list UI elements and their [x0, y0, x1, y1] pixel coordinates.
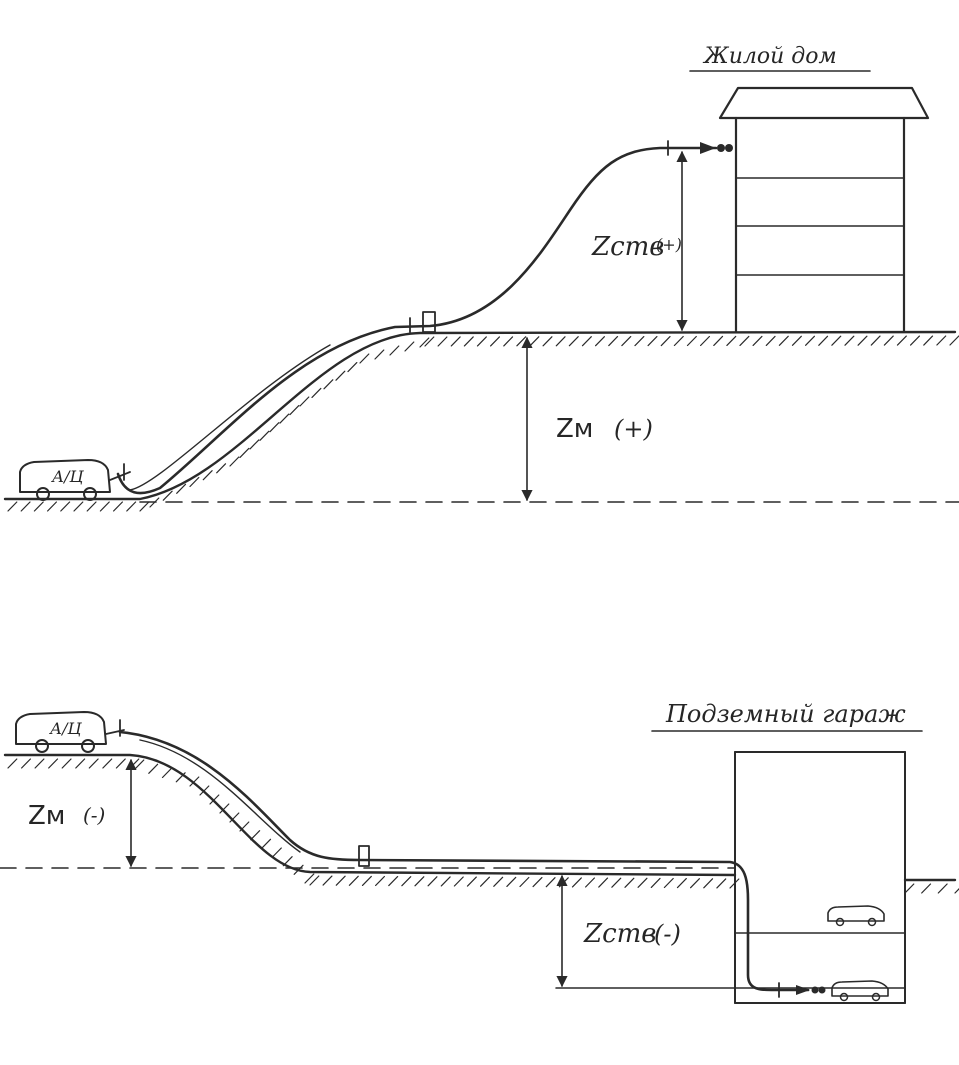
garage-title: Подземный гараж: [665, 700, 906, 728]
label-zstv-sign: (+): [656, 235, 682, 254]
parked-car: [831, 980, 889, 1002]
label-zstv: Zств: [583, 919, 656, 949]
hose-branching: [422, 311, 436, 333]
fire-truck: А/Ц: [19, 459, 131, 501]
hose-line: [118, 730, 810, 992]
label-zm: Zм: [556, 414, 593, 444]
truck-label: А/Ц: [51, 467, 85, 486]
fire-truck: А/Ц: [15, 711, 125, 753]
building-roof: [718, 86, 930, 120]
residential-building: [718, 86, 930, 334]
building-title: Жилой дом: [702, 44, 837, 69]
label-zm-sign: (+): [614, 415, 653, 443]
hose-branching: [358, 845, 370, 867]
nozzle: [796, 985, 826, 995]
label-zm-sign: (-): [83, 803, 105, 827]
hose-line-shadow: [129, 344, 331, 491]
nozzle: [700, 142, 733, 154]
ground-line: [3, 753, 957, 882]
ground-line: [3, 330, 957, 501]
underground-garage: [555, 751, 906, 1004]
parked-car: [827, 905, 885, 927]
bottom-scene: Подземный гараж: [0, 700, 959, 1004]
label-zm: Zм: [28, 801, 65, 831]
hose-line-shadow: [139, 739, 301, 853]
ground-hatching: [7, 758, 959, 894]
truck-label: А/Ц: [49, 719, 83, 738]
hose-line: [116, 146, 718, 495]
label-zstv: Zств: [591, 232, 664, 262]
label-zstv-sign: (-): [654, 920, 681, 948]
ground-hatching: [7, 335, 959, 512]
top-scene: Жилой дом А/Ц: [3, 44, 959, 512]
